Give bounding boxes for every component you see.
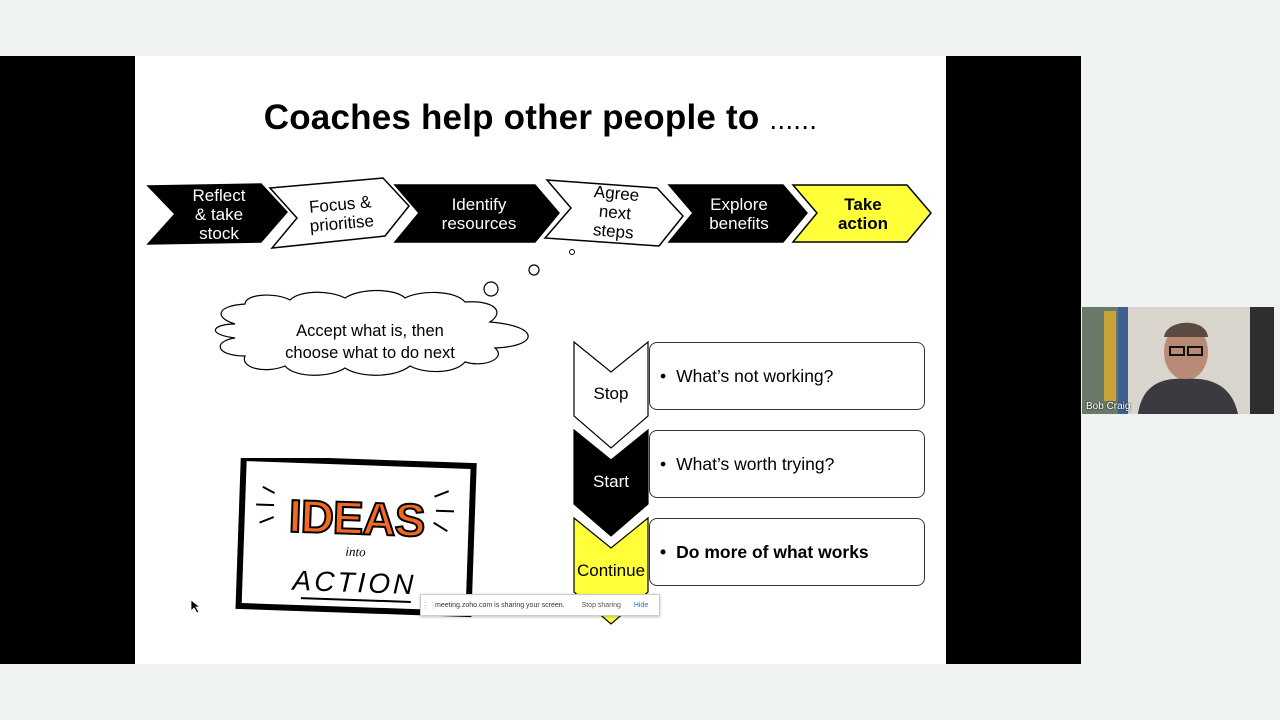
into-word: into [345, 544, 366, 560]
participant-video-tile[interactable]: Bob Craig [1082, 307, 1274, 414]
action-word: ACTION [290, 565, 417, 600]
stop-box: • What’s not working? [649, 342, 925, 410]
process-chevrons [146, 177, 932, 625]
bullet-icon: • [660, 453, 667, 474]
step-focus-label: Focus &prioritise [308, 192, 375, 236]
thought-cloud [214, 289, 529, 376]
start-label: Start [593, 472, 629, 491]
slide-title: Coaches help other people to ...... [263, 98, 818, 137]
ideas-into-action-image: IDEAS into ACTION [235, 458, 477, 618]
screen-share-notification: ⋮⋮ meeting.zoho.com is sharing your scre… [420, 594, 660, 616]
participant-video-feed [1082, 307, 1274, 414]
thought-bubble-text: Accept what is, then choose what to do n… [285, 322, 455, 362]
chevron-step-4 [543, 179, 684, 247]
hide-button[interactable]: Hide [633, 601, 649, 609]
stop-sharing-button[interactable]: Stop sharing [581, 601, 621, 609]
chevron-step-2 [268, 177, 410, 249]
continue-label: Continue [576, 561, 646, 580]
thought-dot-medium [528, 264, 540, 276]
start-arrow [573, 428, 649, 537]
participant-name: Bob Craig [1086, 401, 1131, 412]
title-dots: ...... [769, 104, 818, 135]
share-message: meeting.zoho.com is sharing your screen. [435, 601, 565, 609]
mouse-cursor-icon [191, 600, 201, 614]
presentation-slide: Coaches help other people to ...... Refl… [135, 56, 946, 664]
chevron-step-5 [667, 184, 808, 243]
ideas-word: IDEAS [288, 490, 425, 547]
continue-box: • Do more of what works [649, 518, 925, 586]
chevron-step-3 [393, 184, 560, 243]
thought-dot-small [569, 249, 575, 255]
bullet-icon: • [660, 365, 667, 386]
stop-arrow [573, 340, 649, 449]
chevron-step-6 [791, 184, 932, 243]
drag-handle-icon[interactable]: ⋮⋮ [421, 600, 437, 610]
thought-dot-large [483, 281, 499, 297]
chevron-step-1 [146, 183, 289, 245]
stop-label: Stop [593, 384, 629, 403]
start-box: • What’s worth trying? [649, 430, 925, 498]
bullet-icon: • [660, 541, 667, 562]
